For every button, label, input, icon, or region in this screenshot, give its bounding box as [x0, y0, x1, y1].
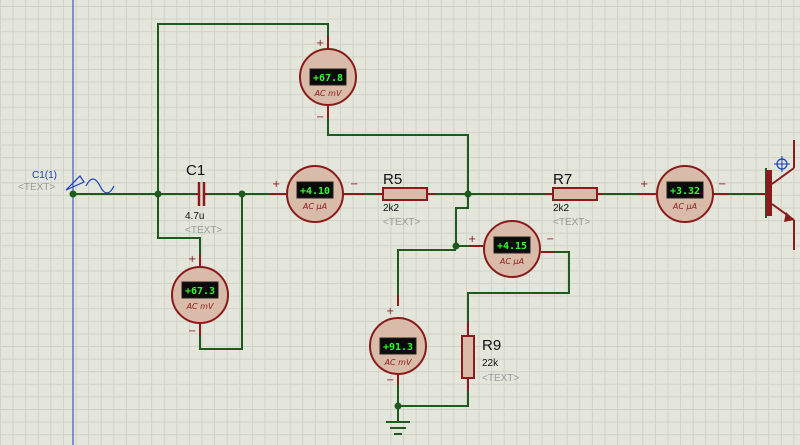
meter-top-reading: +67.8	[313, 73, 343, 84]
meter-lower-left-unit: AC mV	[186, 302, 214, 311]
voltmeter-top[interactable]: +67.8 AC mV + −	[299, 36, 357, 123]
meter-bottom-unit: AC mV	[384, 358, 412, 367]
meter-top-minus: −	[316, 112, 324, 123]
ground-symbol[interactable]	[386, 421, 410, 435]
meter-middle-reading: +4.15	[497, 241, 527, 252]
r7-ref-label: R7	[553, 171, 572, 188]
ac-source[interactable]: C1(1) <TEXT>	[18, 170, 115, 194]
meter-lower-left-minus: −	[188, 326, 196, 337]
meter-lower-left-reading: +67.3	[185, 286, 215, 297]
capacitor-ref-label: C1	[186, 162, 205, 179]
meter-top-plus: +	[316, 38, 324, 49]
capacitor-value-label: 4.7u	[185, 211, 204, 222]
capacitor-c1[interactable]: C1 4.7u <TEXT>	[185, 162, 222, 236]
resistor-r7[interactable]: R7 2k2 <TEXT>	[545, 171, 603, 228]
source-placeholder: <TEXT>	[18, 182, 55, 193]
junctions	[69, 190, 472, 410]
r9-placeholder: <TEXT>	[482, 373, 519, 384]
meter-right-reading: +3.32	[670, 186, 700, 197]
probe-arrow-icon	[65, 175, 85, 191]
transistor[interactable]	[760, 140, 795, 250]
r9-ref-label: R9	[482, 337, 501, 354]
sine-wave-icon	[85, 178, 115, 194]
r7-placeholder: <TEXT>	[553, 217, 590, 228]
meter-right-unit: AC µA	[672, 202, 697, 211]
meter-middle-unit: AC µA	[499, 257, 524, 266]
meter-middle-plus: +	[468, 234, 476, 245]
r5-value-label: 2k2	[383, 203, 400, 214]
meter-left-unit: AC µA	[302, 202, 327, 211]
meter-left-minus: −	[350, 179, 358, 190]
resistor-r9[interactable]: R9 22k <TEXT>	[461, 322, 519, 391]
wires	[73, 23, 767, 422]
r7-value-label: 2k2	[553, 203, 570, 214]
meter-bottom-minus: −	[386, 375, 394, 386]
r9-value-label: 22k	[482, 358, 499, 369]
ammeter-middle[interactable]: +4.15 AC µA + −	[468, 220, 554, 278]
r5-ref-label: R5	[383, 171, 402, 188]
meter-left-reading: +4.10	[300, 186, 330, 197]
meter-bottom-plus: +	[386, 306, 394, 317]
meter-middle-minus: −	[546, 234, 554, 245]
voltmeter-lower-left[interactable]: +67.3 AC mV + −	[171, 254, 229, 337]
transistor-base-bar	[766, 170, 772, 216]
r5-placeholder: <TEXT>	[383, 217, 420, 228]
capacitor-placeholder: <TEXT>	[185, 225, 222, 236]
meter-right-minus: −	[718, 179, 726, 190]
source-ref-label: C1(1)	[32, 170, 57, 181]
meter-right-plus: +	[640, 179, 648, 190]
meter-left-plus: +	[272, 179, 280, 190]
voltmeter-bottom[interactable]: +91.3 AC mV + −	[369, 295, 427, 386]
meter-top-unit: AC mV	[314, 89, 342, 98]
resistor-r5[interactable]: R5 2k2 <TEXT>	[375, 171, 435, 228]
meter-bottom-reading: +91.3	[383, 342, 413, 353]
meter-lower-left-plus: +	[188, 254, 196, 265]
ammeter-left[interactable]: +4.10 AC µA + −	[270, 165, 365, 223]
emitter-arrow-icon	[784, 212, 794, 222]
ammeter-right[interactable]: +3.32 AC µA + −	[638, 165, 728, 223]
